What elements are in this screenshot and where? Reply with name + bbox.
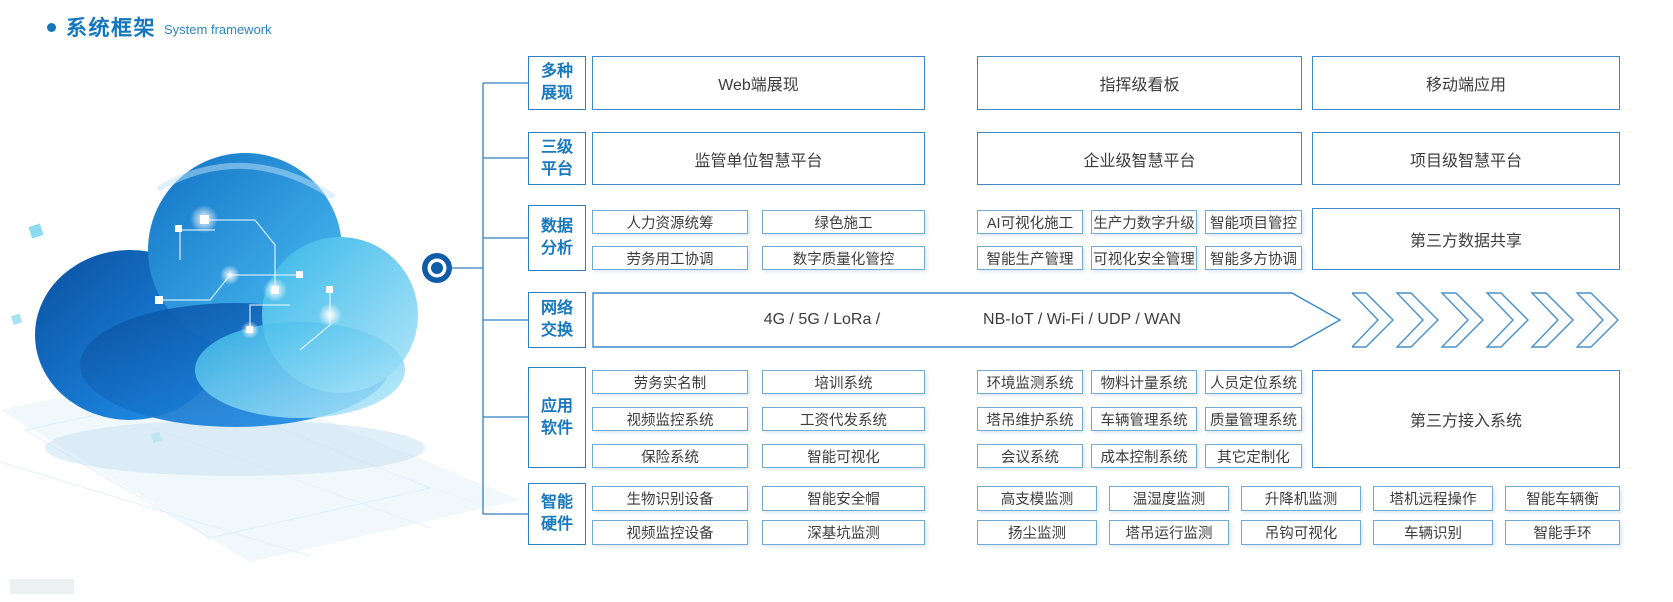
display-box: 移动端应用 (1312, 56, 1620, 110)
data-analysis-box: AI可视化施工 (977, 210, 1083, 234)
hardware-box: 智能手环 (1505, 520, 1620, 545)
software-box: 其它定制化 (1205, 444, 1302, 468)
category-label: 数据 (540, 218, 573, 236)
software-box: 工资代发系统 (762, 407, 925, 431)
platform-box: 监管单位智慧平台 (592, 132, 925, 185)
hardware-box: 智能车辆衡 (1505, 486, 1620, 511)
network-protocols-right: NB-IoT / Wi-Fi / UDP / WAN (983, 311, 1181, 328)
category-label: 分析 (540, 240, 573, 257)
software-box: 塔吊维护系统 (977, 407, 1083, 431)
hardware-box: 视频监控设备 (592, 520, 748, 545)
hardware-box: 升降机监测 (1241, 486, 1361, 511)
display-box: 指挥级看板 (977, 56, 1302, 110)
hardware-box: 生物识别设备 (592, 486, 748, 511)
data-analysis-box: 智能项目管控 (1205, 210, 1302, 234)
category-software: 应用 软件 (528, 367, 586, 468)
cloud-body (35, 153, 418, 427)
software-box: 质量管理系统 (1205, 407, 1302, 431)
hardware-box: 智能安全帽 (762, 486, 925, 511)
software-box: 会议系统 (977, 444, 1083, 468)
category-label: 多种 (540, 63, 573, 81)
category-display: 多种 展现 (528, 56, 586, 110)
category-label: 硬件 (540, 516, 573, 533)
platform-box: 项目级智慧平台 (1312, 132, 1620, 185)
hardware-box: 扬尘监测 (977, 520, 1097, 545)
software-box: 环境监测系统 (977, 370, 1083, 394)
data-analysis-box: 生产力数字升级 (1091, 210, 1197, 234)
software-box: 物料计量系统 (1091, 370, 1197, 394)
category-hardware: 智能 硬件 (528, 483, 586, 545)
category-data-analysis: 数据 分析 (528, 205, 586, 271)
corner-fragment (10, 579, 74, 594)
cloud-glow-dots (190, 205, 342, 339)
hardware-box: 深基坑监测 (762, 520, 925, 545)
data-analysis-box: 智能生产管理 (977, 246, 1083, 270)
software-box: 成本控制系统 (1091, 444, 1197, 468)
hardware-box: 温湿度监测 (1109, 486, 1229, 511)
software-box: 保险系统 (592, 444, 748, 468)
data-analysis-box: 数字质量化管控 (762, 246, 925, 270)
category-label: 应用 (540, 397, 573, 415)
category-label: 三级 (540, 138, 573, 156)
software-box: 智能可视化 (762, 444, 925, 468)
category-label: 智能 (540, 494, 573, 512)
category-label: 软件 (540, 419, 573, 437)
page-subtitle: System framework (164, 21, 272, 37)
software-box: 车辆管理系统 (1091, 407, 1197, 431)
page-title: 系统框架 (66, 17, 156, 40)
platform-box: 企业级智慧平台 (977, 132, 1302, 185)
flow-chevrons-icon (1352, 292, 1619, 348)
software-box: 培训系统 (762, 370, 925, 394)
hardware-box: 塔吊运行监测 (1109, 520, 1229, 545)
network-band (592, 292, 1342, 348)
side-box-third-party-access: 第三方接入系统 (1312, 370, 1620, 468)
hardware-box: 吊钩可视化 (1241, 520, 1361, 545)
hardware-box: 车辆识别 (1373, 520, 1493, 545)
category-label: 网络 (540, 300, 573, 318)
category-label: 交换 (540, 322, 573, 339)
software-box: 视频监控系统 (592, 407, 748, 431)
software-box: 人员定位系统 (1205, 370, 1302, 394)
network-row: 4G / 5G / LoRa / NB-IoT / Wi-Fi / UDP / … (592, 292, 1620, 348)
data-analysis-box: 可视化安全管理 (1091, 246, 1197, 270)
display-box: Web端展现 (592, 56, 925, 110)
hardware-box: 高支模监测 (977, 486, 1097, 511)
page-title-block: 系统框架 System framework (47, 12, 272, 42)
side-box-third-party-data: 第三方数据共享 (1312, 208, 1620, 270)
data-analysis-box: 智能多方协调 (1205, 246, 1302, 270)
data-analysis-box: 人力资源统筹 (592, 210, 748, 234)
category-network: 网络 交换 (528, 292, 586, 348)
category-label: 平台 (540, 160, 573, 178)
network-protocols-left: 4G / 5G / LoRa / (763, 311, 881, 328)
category-platform: 三级 平台 (528, 132, 586, 185)
cloud-illustration (0, 153, 520, 562)
data-analysis-box: 绿色施工 (762, 210, 925, 234)
software-box: 劳务实名制 (592, 370, 748, 394)
hardware-box: 塔机远程操作 (1373, 486, 1493, 511)
category-label: 展现 (540, 85, 573, 102)
title-bullet-icon (47, 22, 56, 32)
data-analysis-box: 劳务用工协调 (592, 246, 748, 270)
